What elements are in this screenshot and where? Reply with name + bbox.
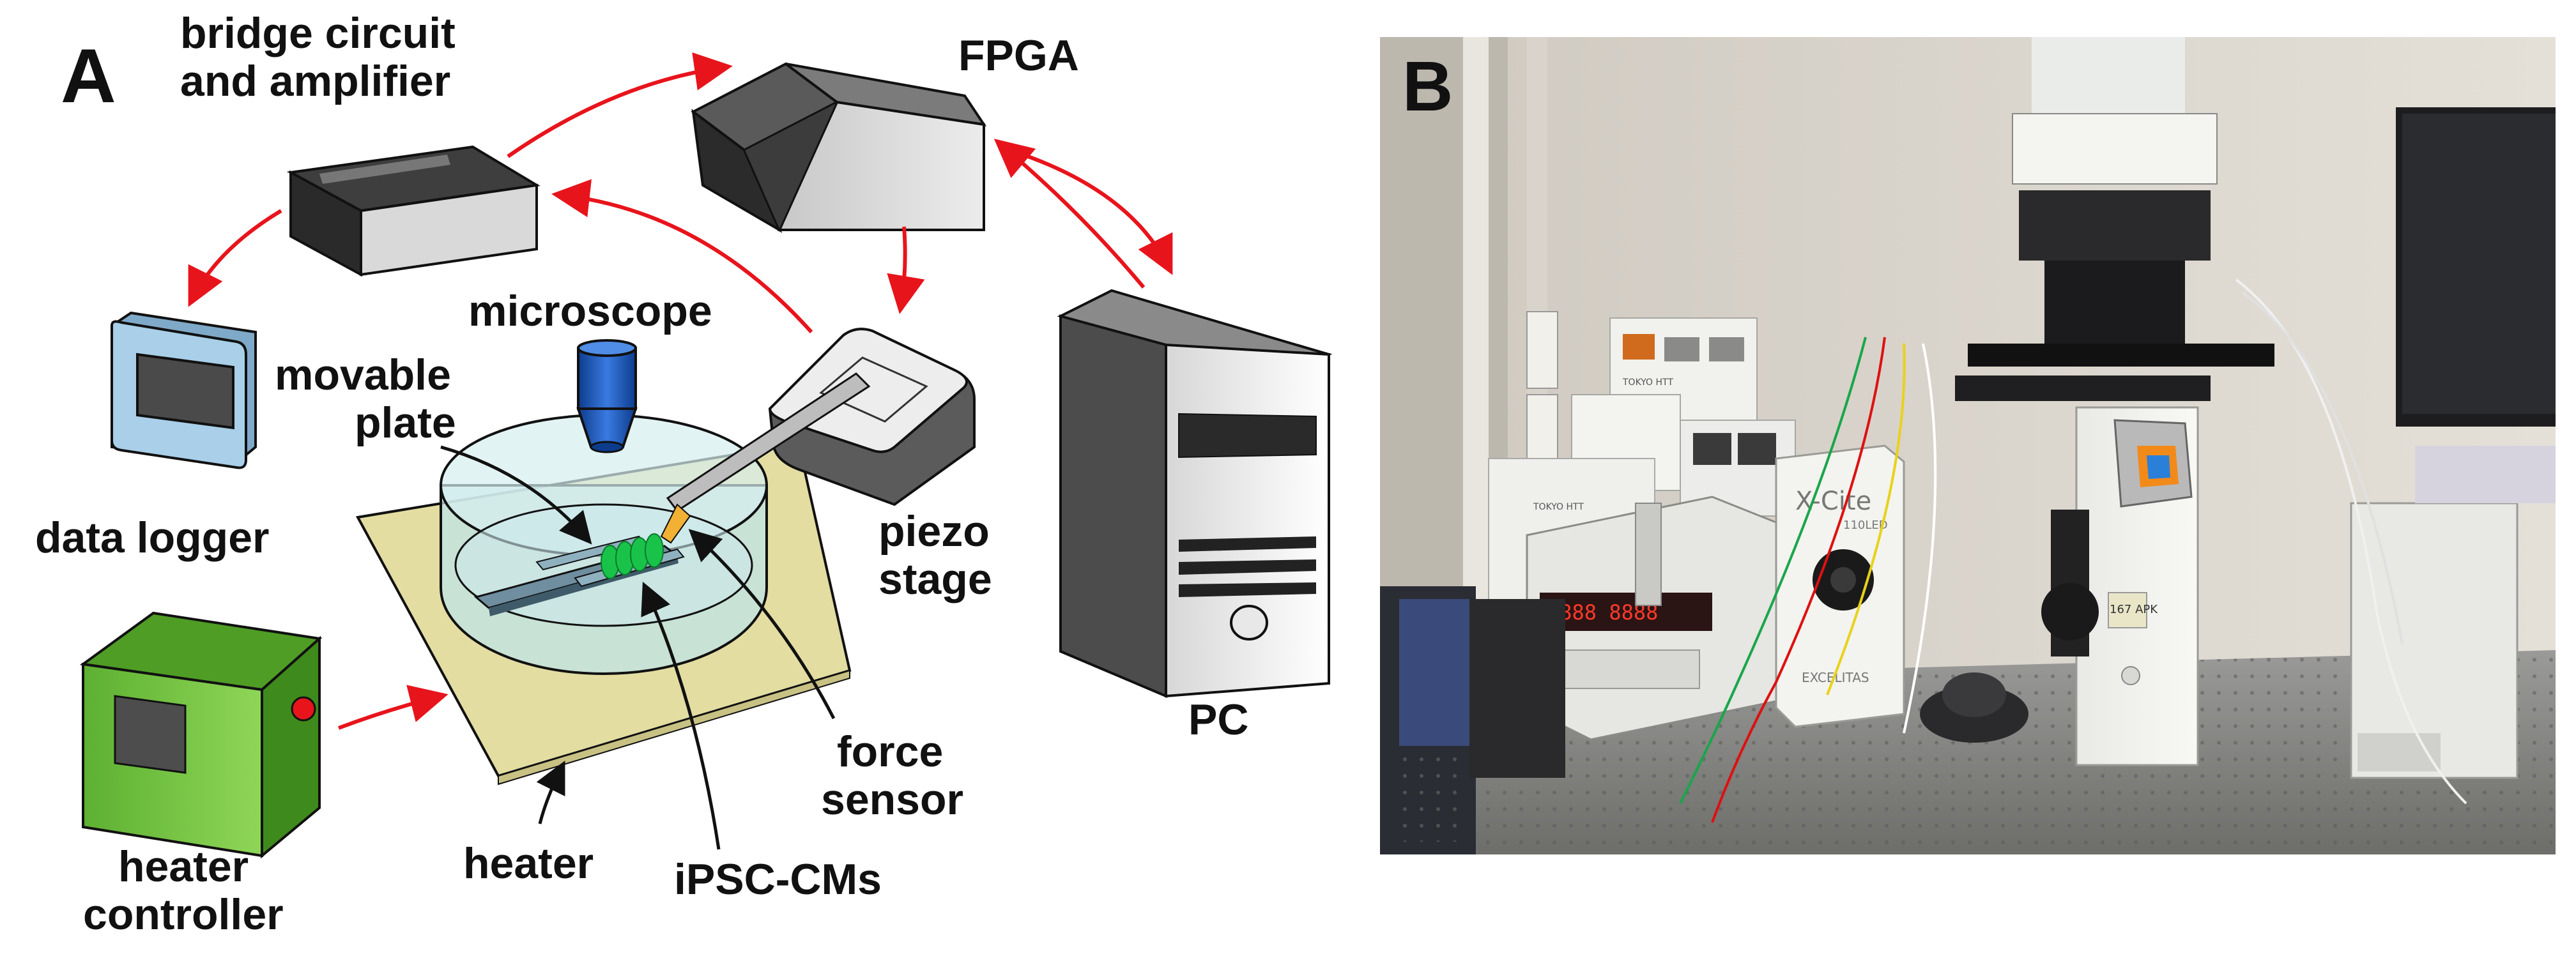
panel-a-schematic: A xyxy=(35,9,1333,939)
label-piezo-line1: piezo xyxy=(878,507,990,556)
panel-b-photo: 167 APK TOKYO HTT TOKYO HTT 8888 8888 X-… xyxy=(1380,37,2556,854)
signal-arrows xyxy=(188,52,1173,730)
pointer-force-sensor xyxy=(688,529,836,720)
label-heater: heater xyxy=(463,839,594,888)
arrow-bridge-to-fpga xyxy=(507,52,733,158)
heater-controller-device xyxy=(79,611,323,859)
label-pc: PC xyxy=(1188,695,1248,744)
label-fpga: FPGA xyxy=(958,31,1079,80)
arrow-pc-to-fpga xyxy=(993,139,1146,289)
ipsc-cardiomyocytes xyxy=(601,533,664,579)
arrow-fpga-to-stage xyxy=(887,226,925,314)
arrow-controller-to-heater xyxy=(337,685,448,730)
label-heater-ctrl-line2: controller xyxy=(83,890,284,939)
label-movable-line1: movable xyxy=(275,351,451,399)
photo-tokyo-label-1: TOKYO HTT xyxy=(1622,377,1673,388)
photo-note-label: 167 APK xyxy=(2110,603,2158,616)
pc-tower xyxy=(1057,289,1333,699)
controller-red-knob-icon xyxy=(291,696,316,722)
label-force-line1: force xyxy=(837,727,943,776)
pointer-ipsc xyxy=(641,581,721,850)
microscope-photo: 167 APK xyxy=(1955,37,2274,766)
pointer-movable-plate xyxy=(440,445,592,545)
force-sensor-arm xyxy=(660,372,871,544)
panel-letter-b: B xyxy=(1402,47,1453,126)
power-supply-photo: 8888 8888 xyxy=(1526,496,1777,741)
label-heater-ctrl-line1: heater xyxy=(118,842,249,891)
arrow-sensor-to-bridge xyxy=(551,179,813,334)
arrow-bridge-to-logger xyxy=(188,209,282,307)
panel-letter-a: A xyxy=(61,33,116,119)
label-ipsc-cms: iPSC-CMs xyxy=(674,855,882,904)
label-data-logger: data logger xyxy=(35,513,270,562)
piezo-stage xyxy=(768,328,976,506)
pointer-arrows xyxy=(440,445,836,850)
label-force-line2: sensor xyxy=(821,775,963,824)
data-logger-device xyxy=(111,311,257,469)
culture-dish xyxy=(440,414,768,675)
label-bridge-line2: and amplifier xyxy=(180,57,450,105)
label-piezo-line2: stage xyxy=(878,555,992,603)
arrow-fpga-to-pc xyxy=(1018,151,1173,275)
xcite-led-box-photo: X-Cite 110LED EXCELITAS xyxy=(1775,444,1905,728)
photo-xcite-model: 110LED xyxy=(1843,519,1888,532)
photo-xcite-brand: X-Cite xyxy=(1795,487,1871,516)
fpga-box xyxy=(691,62,987,233)
label-movable-line2: plate xyxy=(355,398,456,447)
label-bridge-line1: bridge circuit xyxy=(180,9,456,57)
photo-tokyo-label-2: TOKYO HTT xyxy=(1533,502,1584,512)
bridge-circuit-box xyxy=(286,145,540,277)
label-microscope: microscope xyxy=(468,287,712,335)
microscope-objective-icon xyxy=(576,339,638,453)
pointer-heater xyxy=(536,761,565,824)
